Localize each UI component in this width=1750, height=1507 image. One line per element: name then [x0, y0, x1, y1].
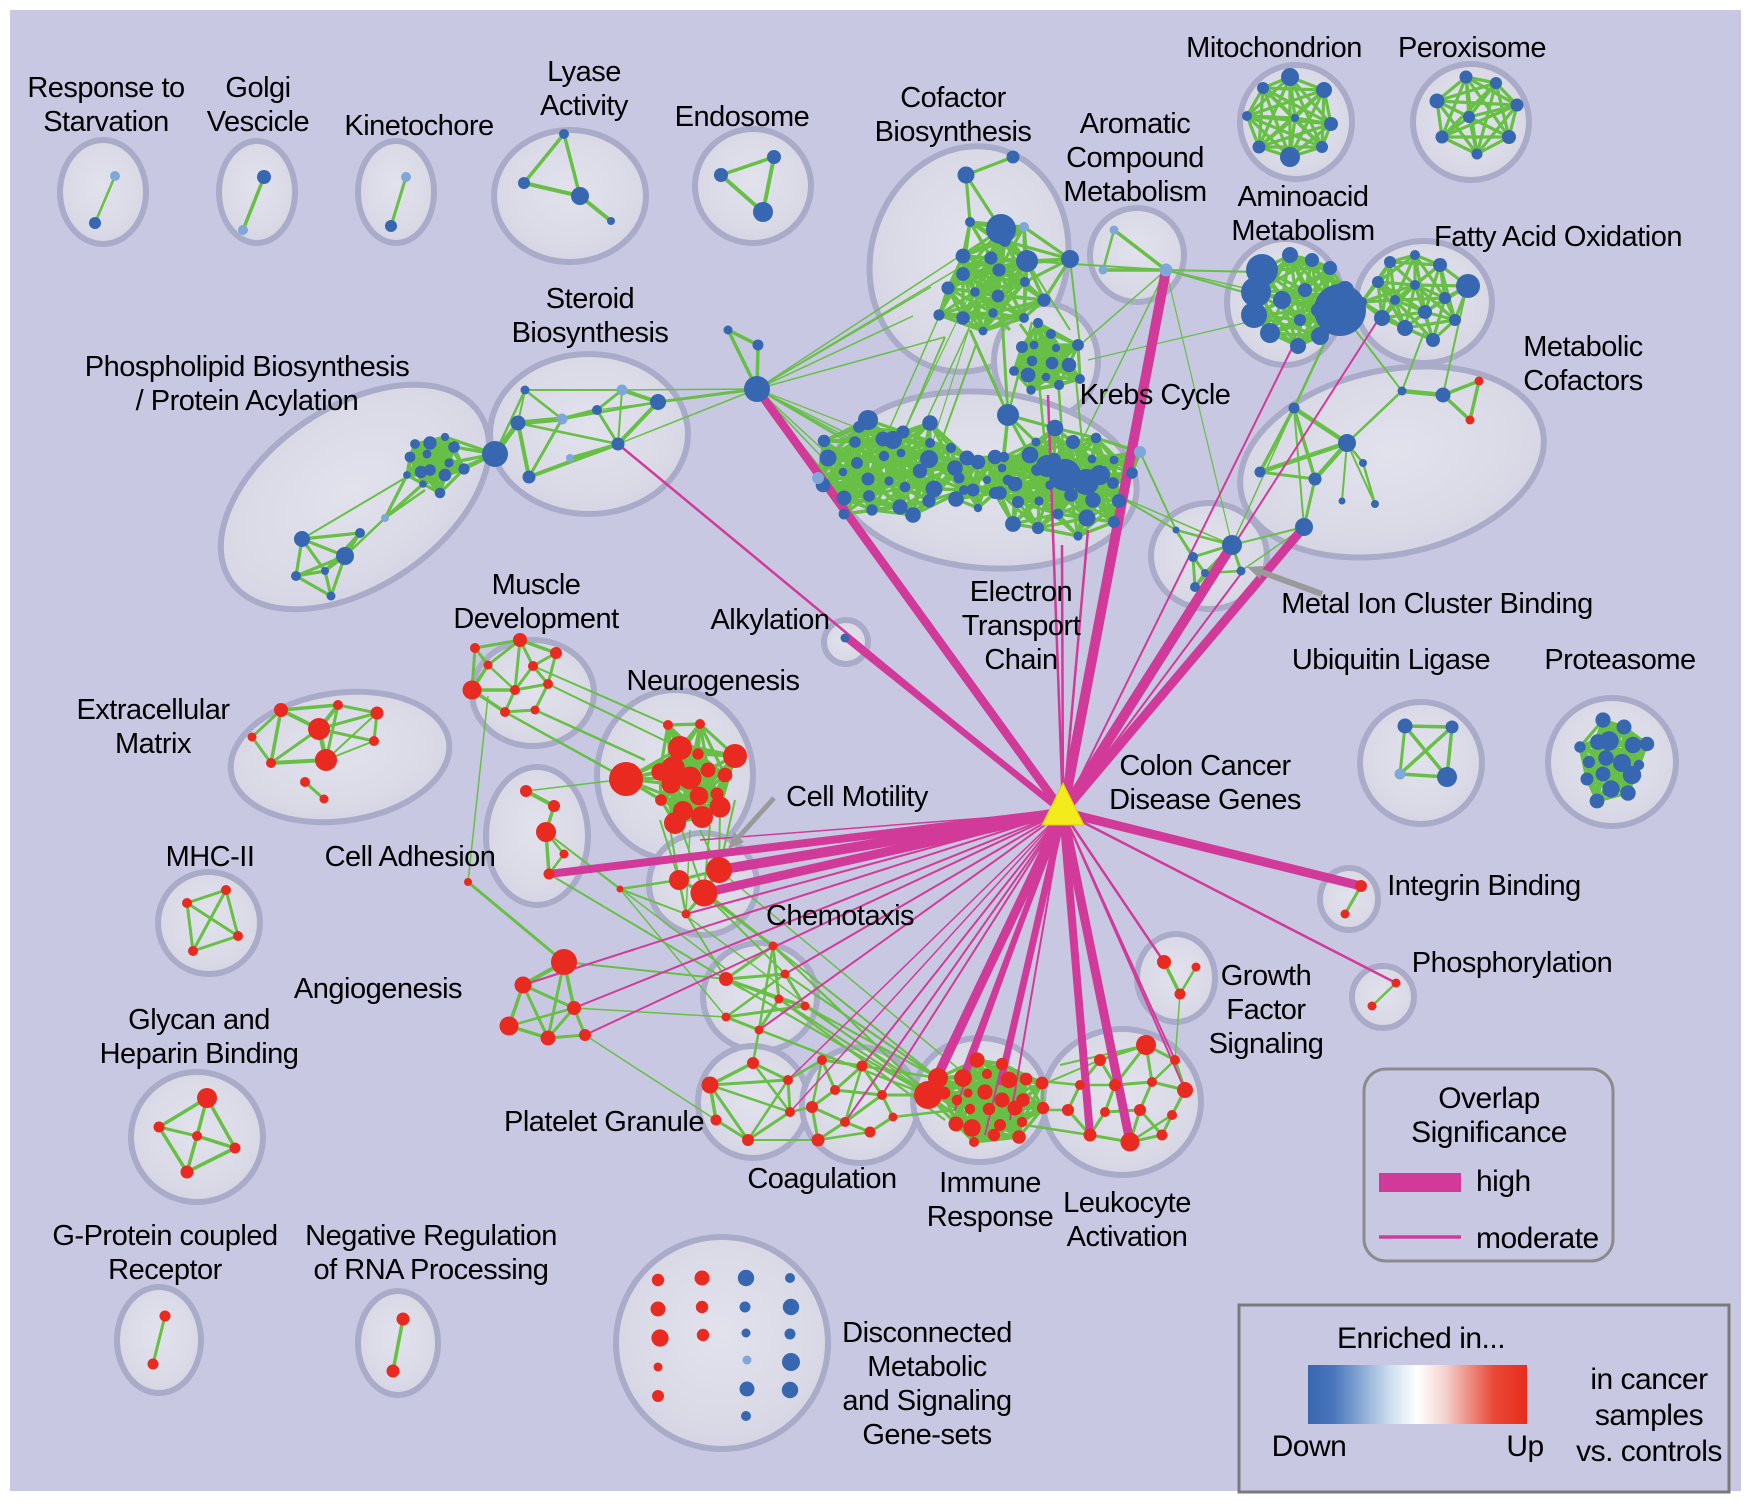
svg-text:Factor: Factor — [1226, 994, 1306, 1026]
svg-text:Phospholipid Biosynthesis: Phospholipid Biosynthesis — [85, 351, 409, 383]
svg-text:Chain: Chain — [984, 644, 1057, 676]
svg-text:and Signaling: and Signaling — [842, 1385, 1011, 1417]
svg-text:Integrin Binding: Integrin Binding — [1387, 870, 1581, 902]
svg-text:Ubiquitin Ligase: Ubiquitin Ligase — [1292, 644, 1490, 676]
svg-text:Colon Cancer: Colon Cancer — [1119, 750, 1291, 782]
svg-text:Transport: Transport — [962, 610, 1081, 642]
svg-text:Response: Response — [927, 1201, 1054, 1233]
svg-text:Disease Genes: Disease Genes — [1109, 784, 1301, 816]
svg-text:Biosynthesis: Biosynthesis — [512, 317, 669, 349]
svg-text:Metabolism: Metabolism — [1231, 215, 1374, 247]
svg-text:in cancer: in cancer — [1590, 1363, 1708, 1396]
svg-text:moderate: moderate — [1476, 1222, 1599, 1255]
svg-text:Cell Motility: Cell Motility — [786, 781, 929, 813]
svg-text:Biosynthesis: Biosynthesis — [875, 116, 1032, 148]
svg-text:Angiogenesis: Angiogenesis — [294, 973, 462, 1005]
svg-text:Down: Down — [1272, 1430, 1347, 1463]
svg-text:Starvation: Starvation — [43, 106, 169, 138]
svg-text:Significance: Significance — [1411, 1116, 1567, 1149]
svg-text:Golgi: Golgi — [225, 72, 290, 104]
svg-text:Electron: Electron — [970, 576, 1072, 608]
svg-text:Signaling: Signaling — [1209, 1028, 1324, 1060]
svg-text:Cofactors: Cofactors — [1523, 365, 1643, 397]
svg-text:Activity: Activity — [540, 90, 629, 122]
svg-text:Platelet Granule: Platelet Granule — [504, 1106, 704, 1138]
svg-text:Immune: Immune — [939, 1167, 1041, 1199]
svg-text:Steroid: Steroid — [546, 283, 634, 315]
svg-text:Enriched in...: Enriched in... — [1337, 1322, 1505, 1355]
svg-text:Metabolic: Metabolic — [867, 1351, 987, 1383]
svg-text:Aminoacid: Aminoacid — [1238, 181, 1369, 213]
svg-text:Coagulation: Coagulation — [747, 1163, 896, 1195]
svg-text:Lyase: Lyase — [547, 56, 621, 88]
svg-text:Heparin Binding: Heparin Binding — [100, 1038, 299, 1070]
svg-text:Muscle: Muscle — [492, 569, 581, 601]
svg-text:Peroxisome: Peroxisome — [1398, 32, 1546, 64]
svg-text:Vescicle: Vescicle — [207, 106, 309, 138]
svg-text:Negative Regulation: Negative Regulation — [305, 1220, 557, 1252]
svg-text:Phosphorylation: Phosphorylation — [1412, 947, 1612, 979]
svg-text:high: high — [1476, 1165, 1531, 1198]
svg-text:MHC-II: MHC-II — [166, 841, 255, 873]
svg-text:Mitochondrion: Mitochondrion — [1186, 32, 1362, 64]
svg-text:/ Protein Acylation: / Protein Acylation — [136, 385, 359, 417]
svg-text:Disconnected: Disconnected — [842, 1317, 1012, 1349]
svg-text:Aromatic: Aromatic — [1080, 108, 1190, 140]
svg-text:Proteasome: Proteasome — [1544, 644, 1695, 676]
svg-text:samples: samples — [1595, 1399, 1703, 1432]
svg-text:Fatty Acid Oxidation: Fatty Acid Oxidation — [1434, 221, 1682, 253]
svg-text:Neurogenesis: Neurogenesis — [627, 665, 800, 697]
svg-text:Activation: Activation — [1067, 1221, 1188, 1253]
svg-text:Glycan and: Glycan and — [128, 1004, 270, 1036]
svg-text:Alkylation: Alkylation — [710, 604, 829, 636]
svg-text:Growth: Growth — [1221, 960, 1311, 992]
svg-text:Compound: Compound — [1066, 142, 1204, 174]
svg-text:vs. controls: vs. controls — [1576, 1435, 1722, 1468]
svg-text:Receptor: Receptor — [108, 1254, 223, 1286]
svg-text:Overlap: Overlap — [1438, 1082, 1540, 1115]
svg-text:G-Protein coupled: G-Protein coupled — [52, 1220, 277, 1252]
svg-text:Metabolic: Metabolic — [1523, 331, 1643, 363]
svg-text:Up: Up — [1506, 1430, 1543, 1463]
svg-text:Gene-sets: Gene-sets — [862, 1419, 991, 1451]
svg-text:Krebs Cycle: Krebs Cycle — [1080, 379, 1231, 411]
svg-text:Metabolism: Metabolism — [1063, 176, 1206, 208]
svg-text:Response to: Response to — [27, 72, 184, 104]
svg-text:Cell Adhesion: Cell Adhesion — [325, 841, 496, 873]
svg-text:Matrix: Matrix — [115, 728, 192, 760]
svg-text:Leukocyte: Leukocyte — [1063, 1187, 1191, 1219]
svg-text:Chemotaxis: Chemotaxis — [766, 900, 914, 932]
svg-text:Cofactor: Cofactor — [900, 82, 1006, 114]
svg-text:Metal Ion Cluster Binding: Metal Ion Cluster Binding — [1281, 588, 1593, 620]
svg-text:Development: Development — [453, 603, 619, 635]
svg-text:of RNA Processing: of RNA Processing — [314, 1254, 549, 1286]
svg-text:Extracellular: Extracellular — [76, 694, 230, 726]
svg-text:Kinetochore: Kinetochore — [344, 110, 493, 142]
svg-text:Endosome: Endosome — [675, 101, 810, 133]
